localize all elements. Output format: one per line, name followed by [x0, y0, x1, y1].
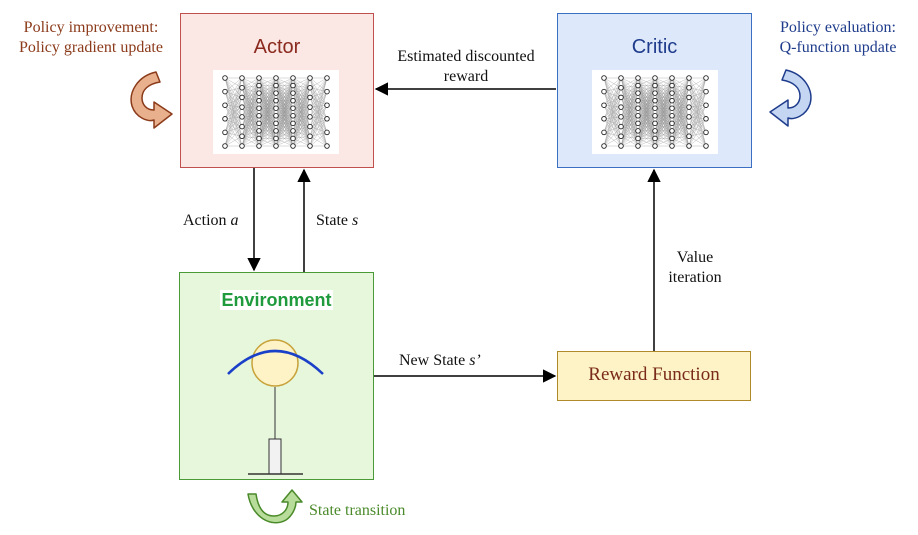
value-iteration-line1: Value — [676, 249, 714, 266]
policy-improvement-line2: Policy gradient update — [19, 39, 163, 56]
new-state-symbol: s’ — [469, 352, 481, 369]
actor-title: Actor — [253, 36, 301, 58]
actor-box: Actor — [180, 13, 374, 168]
value-iteration-label: Value iteration — [660, 248, 730, 288]
state-symbol: s — [352, 212, 359, 229]
action-symbol: a — [230, 212, 239, 229]
state-label-text: State — [316, 212, 352, 229]
pendulum-swing-curve — [227, 349, 324, 375]
policy-evaluation-label: Policy evaluation: Q-function update — [760, 18, 916, 58]
environment-title-text: Environment — [220, 290, 333, 310]
action-label: Action a — [183, 211, 239, 231]
estimated-reward-label: Estimated discounted reward — [376, 47, 556, 87]
reward-function-title: Reward Function — [588, 364, 720, 385]
state-transition-loop-icon — [247, 489, 303, 524]
environment-title: Environment — [180, 290, 373, 311]
critic-box: Critic — [557, 13, 752, 168]
policy-improvement-loop-icon — [130, 71, 173, 129]
environment-box: Environment — [179, 272, 374, 480]
new-state-label: New State s’ — [399, 351, 481, 371]
pendulum-bob — [251, 339, 299, 387]
reward-function-box: Reward Function — [557, 351, 751, 401]
actor-neural-network-icon — [213, 70, 339, 154]
new-state-label-text: New State — [399, 352, 470, 369]
critic-neural-network-icon — [592, 70, 718, 154]
policy-evaluation-line2: Q-function update — [779, 39, 897, 56]
critic-title: Critic — [631, 36, 678, 58]
policy-evaluation-line1: Policy evaluation: — [780, 19, 896, 36]
policy-evaluation-loop-icon — [769, 69, 812, 127]
pendulum-cart — [268, 438, 282, 475]
state-transition-label: State transition — [309, 502, 406, 519]
estimated-reward-line2: reward — [443, 68, 489, 85]
action-label-text: Action — [183, 212, 231, 229]
estimated-reward-line1: Estimated discounted — [397, 48, 535, 65]
value-iteration-line2: iteration — [668, 269, 722, 286]
state-label: State s — [316, 211, 358, 231]
policy-improvement-line1: Policy improvement: — [23, 19, 159, 36]
inverted-pendulum-icon — [227, 339, 324, 475]
policy-improvement-label: Policy improvement: Policy gradient upda… — [6, 18, 176, 58]
